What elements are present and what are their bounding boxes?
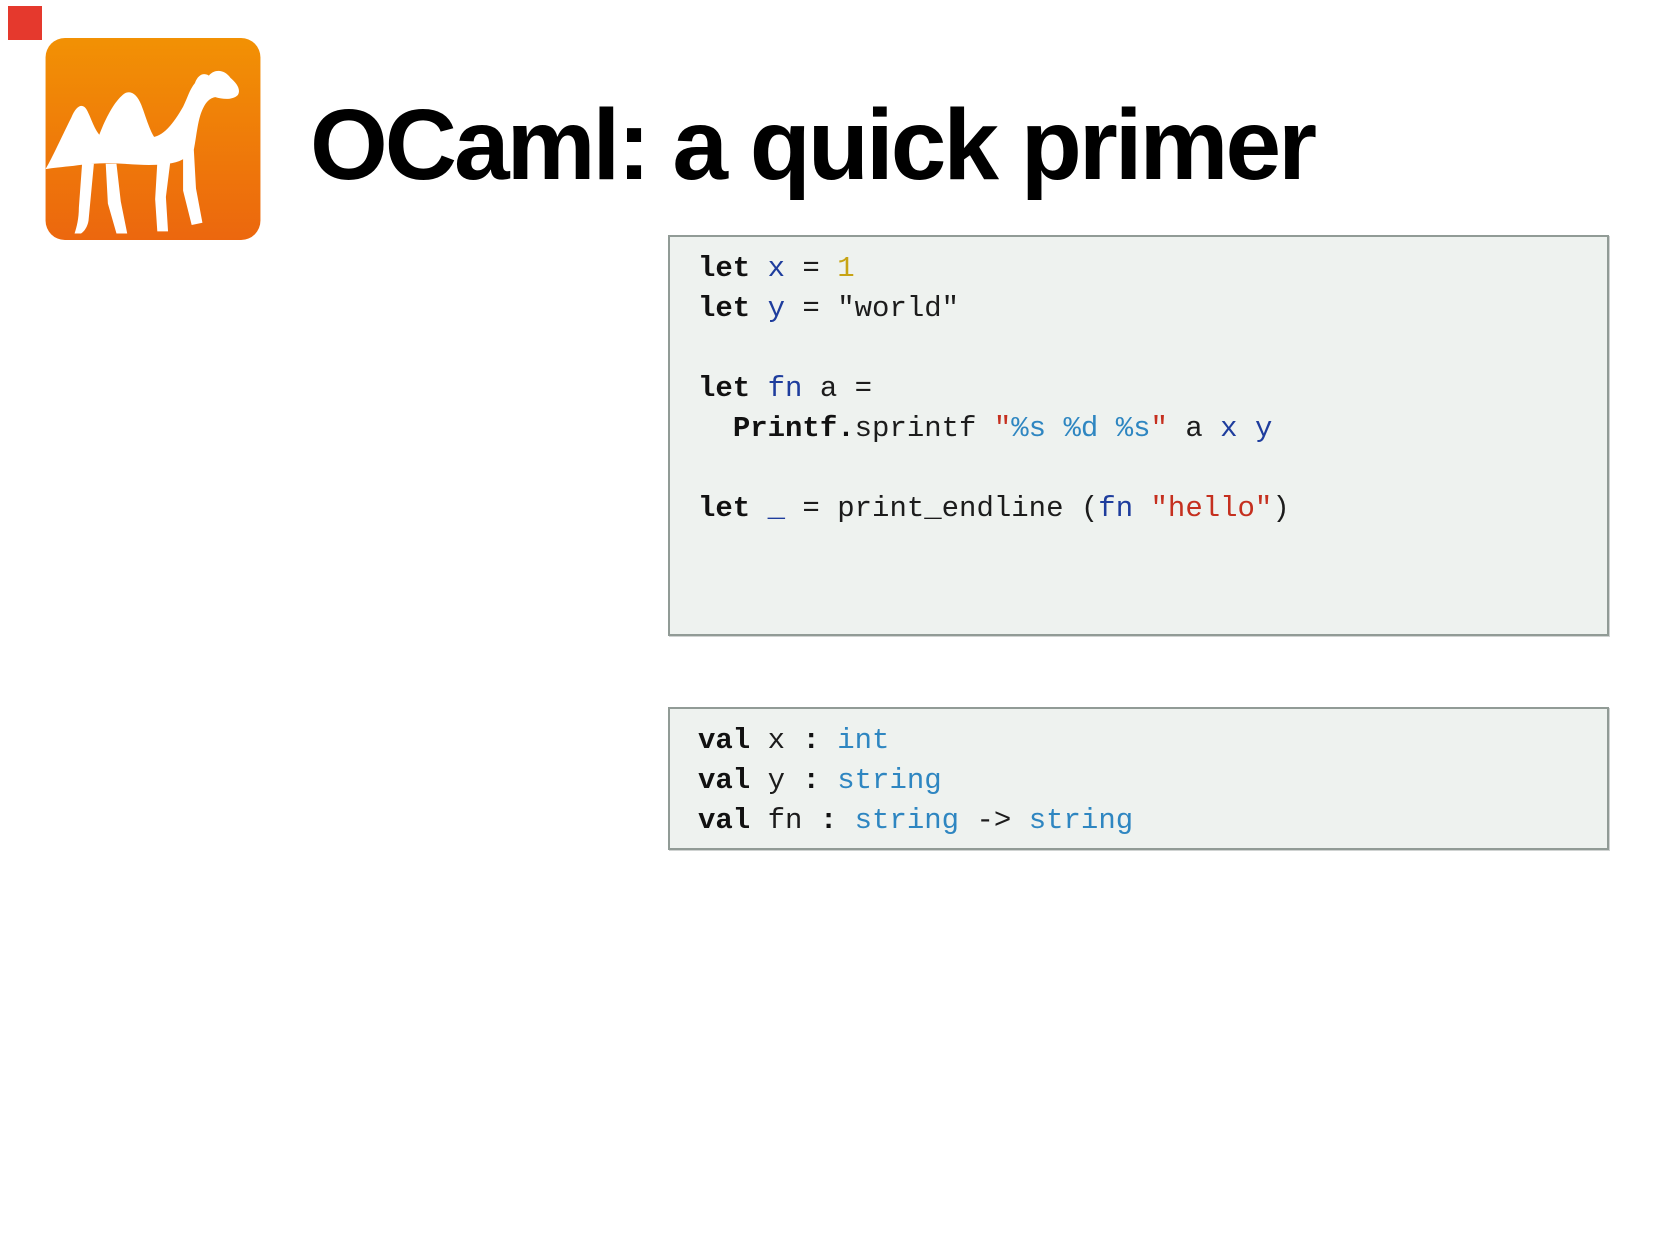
code-token: val bbox=[698, 764, 751, 797]
camel-icon bbox=[45, 38, 261, 240]
code-token: ) bbox=[1272, 492, 1290, 525]
code-token: -> bbox=[959, 804, 1029, 837]
code-token: int bbox=[837, 724, 890, 757]
code-token: val bbox=[698, 804, 751, 837]
code-token: fn bbox=[767, 372, 803, 405]
code-token: "hello" bbox=[1150, 492, 1273, 525]
code-token: _ bbox=[767, 492, 786, 525]
red-marker bbox=[8, 6, 42, 40]
code-token bbox=[750, 252, 767, 285]
code-token bbox=[750, 292, 767, 325]
code-token: a bbox=[1167, 412, 1221, 445]
code-line bbox=[698, 329, 1597, 369]
code-token: string bbox=[1028, 804, 1134, 837]
code-token: : bbox=[819, 804, 838, 837]
code-token bbox=[1133, 492, 1150, 525]
code-token bbox=[1238, 412, 1255, 445]
page-title: OCaml: a quick primer bbox=[310, 89, 1317, 201]
code-token: let bbox=[698, 372, 751, 405]
code-token: : bbox=[802, 724, 820, 757]
code-token: sprintf bbox=[854, 412, 994, 445]
code-token bbox=[820, 724, 837, 757]
code-token: x bbox=[750, 724, 803, 757]
code-token: string bbox=[837, 764, 942, 797]
code-token: " bbox=[1150, 412, 1168, 445]
code-token: let bbox=[698, 492, 751, 525]
code-token: : bbox=[802, 764, 820, 797]
code-token bbox=[750, 372, 767, 405]
ocaml-logo bbox=[45, 38, 261, 240]
code-line: let x = 1 bbox=[698, 249, 1597, 289]
code-token: = "world" bbox=[785, 292, 960, 325]
code-token: fn bbox=[750, 804, 820, 837]
code-token bbox=[820, 764, 837, 797]
code-token: let bbox=[698, 252, 751, 285]
code-line: val fn : string -> string bbox=[698, 801, 1597, 841]
code-line bbox=[698, 449, 1597, 489]
code-token: a = bbox=[802, 372, 873, 405]
code-line: let _ = print_endline (fn "hello") bbox=[698, 489, 1597, 529]
code-token: y bbox=[1254, 412, 1273, 445]
code-token: x bbox=[767, 252, 786, 285]
code-token: let bbox=[698, 292, 751, 325]
code-token: 1 bbox=[837, 252, 855, 285]
code-token bbox=[750, 492, 767, 525]
code-token: = bbox=[785, 252, 838, 285]
code-line: val x : int bbox=[698, 721, 1597, 761]
code-token bbox=[837, 804, 854, 837]
code-token: " bbox=[993, 412, 1012, 445]
code-line: val y : string bbox=[698, 761, 1597, 801]
code-line: let y = "world" bbox=[698, 289, 1597, 329]
code-token bbox=[698, 412, 733, 445]
code-token: fn bbox=[1098, 492, 1134, 525]
code-line: let fn a = bbox=[698, 369, 1597, 409]
code-token: y bbox=[767, 292, 786, 325]
code-token: y bbox=[750, 764, 803, 797]
code-token: val bbox=[698, 724, 751, 757]
code-token: string bbox=[854, 804, 960, 837]
code-token: %s %d %s bbox=[1011, 412, 1151, 445]
code-token: = print_endline ( bbox=[785, 492, 1099, 525]
code-line: Printf.sprintf "%s %d %s" a x y bbox=[698, 409, 1597, 449]
code-token: x bbox=[1220, 412, 1238, 445]
code-token: Printf. bbox=[732, 412, 855, 445]
